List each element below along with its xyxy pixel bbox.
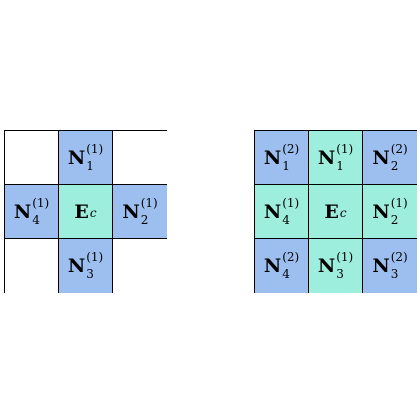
neighbor-cell: N(1) 1 bbox=[309, 131, 363, 185]
cell-label: N(2) 4 bbox=[263, 250, 300, 281]
empty-cell bbox=[5, 239, 59, 293]
cell-superscript: (1) bbox=[86, 250, 104, 265]
cell-superscript: (1) bbox=[336, 250, 354, 265]
cell-subscript: 1 bbox=[336, 158, 344, 173]
cell-superscript: (1) bbox=[390, 195, 408, 210]
neighbor-cell: N(1) 2 bbox=[113, 185, 167, 239]
cell-symbol: N bbox=[67, 146, 86, 169]
neighbor-cell: N(1) 2 bbox=[363, 185, 417, 239]
neighbor-cell: N(2) 4 bbox=[255, 239, 309, 293]
cell-symbol: N bbox=[13, 200, 32, 223]
cell-subscript: 3 bbox=[390, 267, 399, 281]
cell-symbol: N bbox=[372, 146, 390, 169]
empty-cell bbox=[5, 131, 59, 185]
cell-symbol: E bbox=[74, 200, 89, 223]
empty-cell bbox=[113, 239, 167, 293]
cell-superscript: (2) bbox=[390, 141, 408, 156]
cell-symbol: N bbox=[317, 146, 336, 169]
neighbor-cell: N(2) 3 bbox=[363, 239, 417, 293]
cell-symbol: N bbox=[372, 255, 390, 277]
cell-subscript: 1 bbox=[86, 158, 94, 173]
cell-subscript: 2 bbox=[390, 212, 399, 227]
neighbor-cell: N(1) 4 bbox=[5, 185, 59, 239]
cell-superscript: (2) bbox=[282, 250, 300, 265]
cell-label: N(1) 4 bbox=[263, 195, 300, 227]
cell-label: N(1) 1 bbox=[317, 141, 354, 173]
cell-label: N(1) 1 bbox=[67, 141, 104, 173]
cell-superscript: (1) bbox=[86, 141, 104, 156]
cell-subscript: 4 bbox=[282, 267, 290, 281]
cell-symbol: N bbox=[263, 146, 282, 169]
cell-superscript: (1) bbox=[140, 195, 158, 210]
cell-superscript: (2) bbox=[282, 141, 300, 156]
cell-symbol: N bbox=[372, 200, 390, 223]
cell-label: N(1) 4 bbox=[13, 195, 50, 227]
cell-subscript: c bbox=[339, 206, 347, 221]
cell-symbol: N bbox=[67, 255, 86, 277]
neighbor-cell: N(1) 1 bbox=[59, 131, 113, 185]
cell-subscript: 3 bbox=[336, 267, 344, 281]
cell-label: N(2) 1 bbox=[263, 141, 300, 173]
cell-label: N(2) 3 bbox=[372, 250, 408, 281]
cell-superscript: (1) bbox=[336, 141, 354, 156]
cell-superscript: (1) bbox=[282, 195, 300, 210]
cell-symbol: N bbox=[317, 255, 336, 277]
cell-superscript: (1) bbox=[32, 195, 50, 210]
cell-label: N(1) 2 bbox=[122, 195, 158, 227]
cell-label: N(1) 2 bbox=[372, 195, 408, 227]
neighbor-cell: N(2) 2 bbox=[363, 131, 417, 185]
cell-symbol: N bbox=[122, 200, 140, 223]
cell-subscript: 4 bbox=[32, 212, 40, 227]
cell-subscript: 2 bbox=[390, 158, 399, 173]
cell-subscript: 3 bbox=[86, 267, 94, 281]
neighbor-cell: N(1) 3 bbox=[59, 239, 113, 293]
neighbor-cell: N(2) 1 bbox=[255, 131, 309, 185]
cell-subscript: 2 bbox=[140, 212, 149, 227]
cell-subscript: c bbox=[89, 206, 97, 221]
cell-symbol: N bbox=[263, 200, 282, 223]
neighbor-cell: N(1) 4 bbox=[255, 185, 309, 239]
cell-subscript: 1 bbox=[282, 158, 290, 173]
cell-label: N(2) 2 bbox=[372, 141, 408, 173]
empty-cell bbox=[113, 131, 167, 185]
cell-symbol: N bbox=[263, 255, 282, 277]
neighbor-cell: N(1) 3 bbox=[309, 239, 363, 293]
cell-symbol: E bbox=[324, 200, 339, 223]
cell-label: N(1) 3 bbox=[317, 250, 354, 281]
cell-superscript: (2) bbox=[390, 250, 408, 265]
cell-label: N(1) 3 bbox=[67, 250, 104, 281]
cell-subscript: 4 bbox=[282, 212, 290, 227]
